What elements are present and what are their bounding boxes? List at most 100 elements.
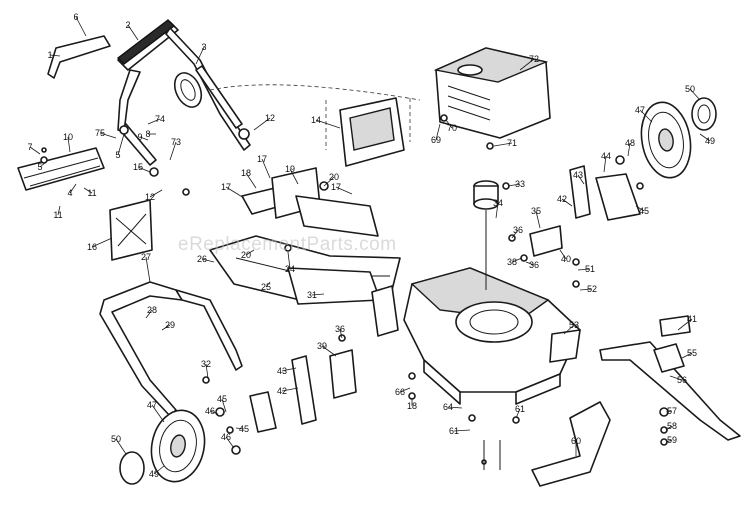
leader-line-66	[399, 387, 411, 393]
callout-48: 48	[625, 138, 635, 148]
callout-17-2: 17	[221, 182, 231, 192]
leader-line-71	[493, 142, 513, 147]
callout-31: 31	[307, 290, 317, 300]
callout-56: 56	[677, 375, 687, 385]
callout-24: 24	[285, 264, 295, 274]
leader-line-20-2	[245, 249, 255, 256]
leader-line-29	[161, 324, 171, 331]
leader-line-64	[447, 406, 463, 409]
callout-34: 34	[493, 198, 503, 208]
leader-line-52	[579, 288, 593, 291]
callout-5: 5	[37, 162, 42, 172]
callout-71: 71	[507, 138, 517, 148]
deck-skirt	[549, 329, 581, 363]
leader-line-33	[507, 183, 521, 187]
callout-42-2: 42	[277, 386, 287, 396]
leader-line-10	[67, 136, 71, 153]
callout-45-2: 45	[217, 394, 227, 404]
watermark-text: eReplacementParts.com	[178, 234, 397, 255]
leader-line-74	[147, 118, 161, 125]
leader-line-36-2	[511, 229, 519, 239]
callout-53: 53	[569, 320, 579, 330]
leader-line-17	[261, 158, 271, 179]
leader-line-36	[339, 328, 343, 339]
drive-housing	[287, 195, 381, 305]
blade-adapter	[653, 315, 691, 373]
leader-line-49	[699, 133, 711, 142]
leader-line-34	[495, 202, 499, 219]
leader-line-47-2	[151, 404, 165, 423]
callout-51: 51	[585, 264, 595, 274]
height-adjuster	[249, 349, 357, 433]
callout-2: 2	[125, 20, 130, 30]
callout-61-2: 61	[515, 404, 525, 414]
drive-control-lever	[173, 65, 243, 129]
mower-deck	[403, 267, 581, 405]
callout-46: 46	[221, 432, 231, 442]
leader-lines	[29, 16, 711, 475]
leader-line-32	[205, 363, 209, 379]
callout-7: 7	[27, 142, 32, 152]
leader-line-9	[139, 136, 149, 141]
leader-line-18	[245, 172, 257, 189]
leader-line-58	[665, 425, 673, 431]
leader-line-75	[99, 132, 117, 139]
callout-20: 20	[329, 172, 339, 182]
callout-70: 70	[447, 123, 457, 133]
callout-45-3: 45	[239, 424, 249, 434]
leader-line-50-2	[115, 438, 127, 455]
callout-16: 16	[87, 242, 97, 252]
leader-line-61	[453, 429, 471, 432]
callout-25: 25	[261, 282, 271, 292]
leader-line-61-2	[515, 408, 521, 419]
leader-line-24	[287, 251, 291, 270]
callout-19: 19	[285, 164, 295, 174]
leader-line-26	[201, 258, 215, 263]
leader-line-25	[265, 281, 271, 288]
callout-45: 45	[639, 206, 649, 216]
leader-line-16	[91, 237, 113, 248]
leader-line-28	[145, 309, 153, 319]
leader-line-31	[311, 293, 325, 296]
leader-line-6	[75, 16, 87, 37]
leader-line-41	[677, 318, 693, 331]
leader-line-59	[665, 439, 673, 443]
callout-36-2: 36	[513, 225, 523, 235]
callout-49: 49	[705, 136, 715, 146]
callout-44: 44	[601, 151, 611, 161]
leader-line-49-2	[153, 465, 165, 475]
callout-9: 9	[137, 132, 142, 142]
leader-line-38	[511, 257, 523, 263]
callout-17-3: 17	[331, 182, 341, 192]
leader-line-35	[535, 210, 541, 229]
leader-line-69	[435, 123, 441, 141]
callout-60: 60	[571, 436, 581, 446]
front-drive-parts	[529, 165, 641, 257]
callout-55: 55	[687, 348, 697, 358]
callout-61: 61	[449, 426, 459, 436]
callout-73: 73	[171, 137, 181, 147]
leader-line-5	[39, 161, 47, 168]
callout-26: 26	[197, 254, 207, 264]
callout-11-2: 11	[87, 188, 96, 198]
callout-69: 69	[431, 135, 441, 145]
engine-shroud	[339, 97, 405, 167]
leader-line-70	[445, 119, 453, 129]
callout-35: 35	[531, 206, 541, 216]
engine	[433, 47, 551, 139]
leader-line-42	[561, 198, 573, 207]
callout-1: 1	[47, 50, 52, 60]
callout-38: 38	[507, 257, 517, 267]
callout-47: 47	[635, 105, 645, 115]
callout-36: 36	[335, 324, 345, 334]
engine-pulley	[473, 180, 501, 470]
lower-handle	[99, 281, 243, 417]
leader-line-51	[577, 268, 591, 271]
leader-line-45-2	[221, 398, 227, 413]
callout-14: 14	[311, 115, 321, 125]
callout-17: 17	[257, 154, 267, 164]
grass-deflector	[531, 401, 611, 487]
callout-12: 12	[265, 113, 275, 123]
callout-36-3: 36	[529, 260, 539, 270]
